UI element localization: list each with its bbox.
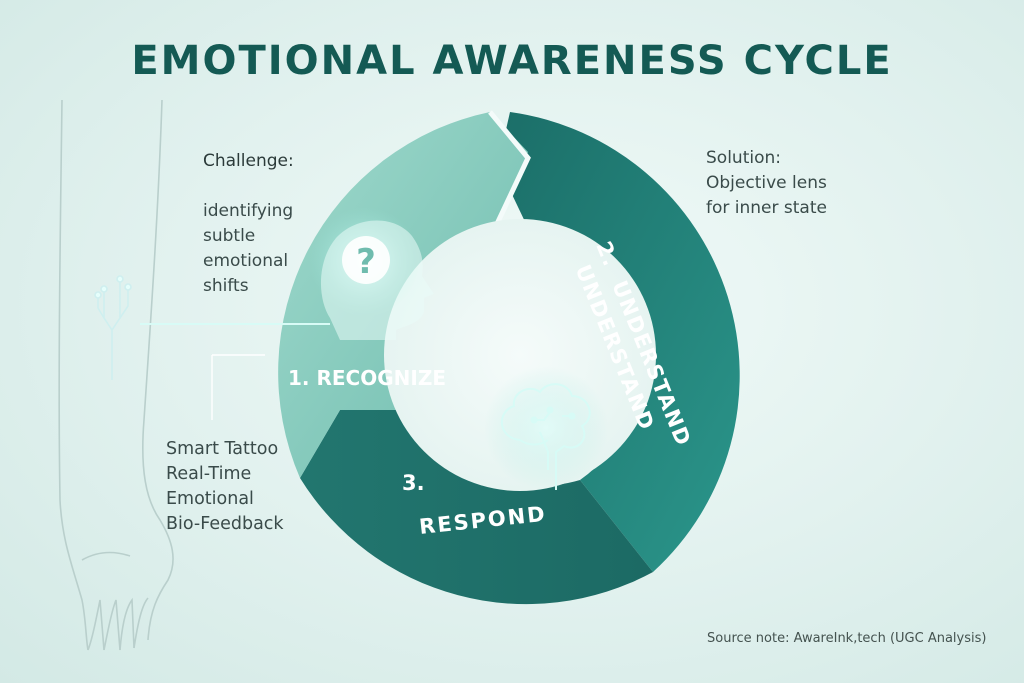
arm-illustration bbox=[58, 99, 174, 651]
tattoo-note-bracket bbox=[211, 354, 265, 420]
source-note: Source note: AwareInk,tech (UGC Analysis… bbox=[707, 631, 987, 646]
question-mark: ? bbox=[356, 242, 376, 282]
question-head-icon: ? bbox=[310, 207, 434, 340]
diagram-title: EMOTIONAL AWARENESS CYCLE bbox=[131, 38, 893, 84]
challenge-body: identifying subtle emotional shifts bbox=[203, 201, 294, 296]
step3-number: 3. bbox=[402, 471, 425, 495]
challenge-note: Challenge: identifying subtle emotional … bbox=[203, 124, 294, 324]
tattoo-note: Smart Tattoo Real-Time Emotional Bio-Fee… bbox=[166, 439, 284, 534]
challenge-heading: Challenge: bbox=[203, 151, 294, 171]
cycle-ring bbox=[278, 110, 740, 605]
circuit-tattoo-icon bbox=[94, 275, 132, 380]
solution-note: Solution: Objective lens for inner state bbox=[706, 148, 827, 218]
step1-label: 1. RECOGNIZE bbox=[288, 366, 446, 390]
brain-circuit-icon bbox=[484, 366, 608, 490]
segment-respond bbox=[300, 410, 653, 605]
